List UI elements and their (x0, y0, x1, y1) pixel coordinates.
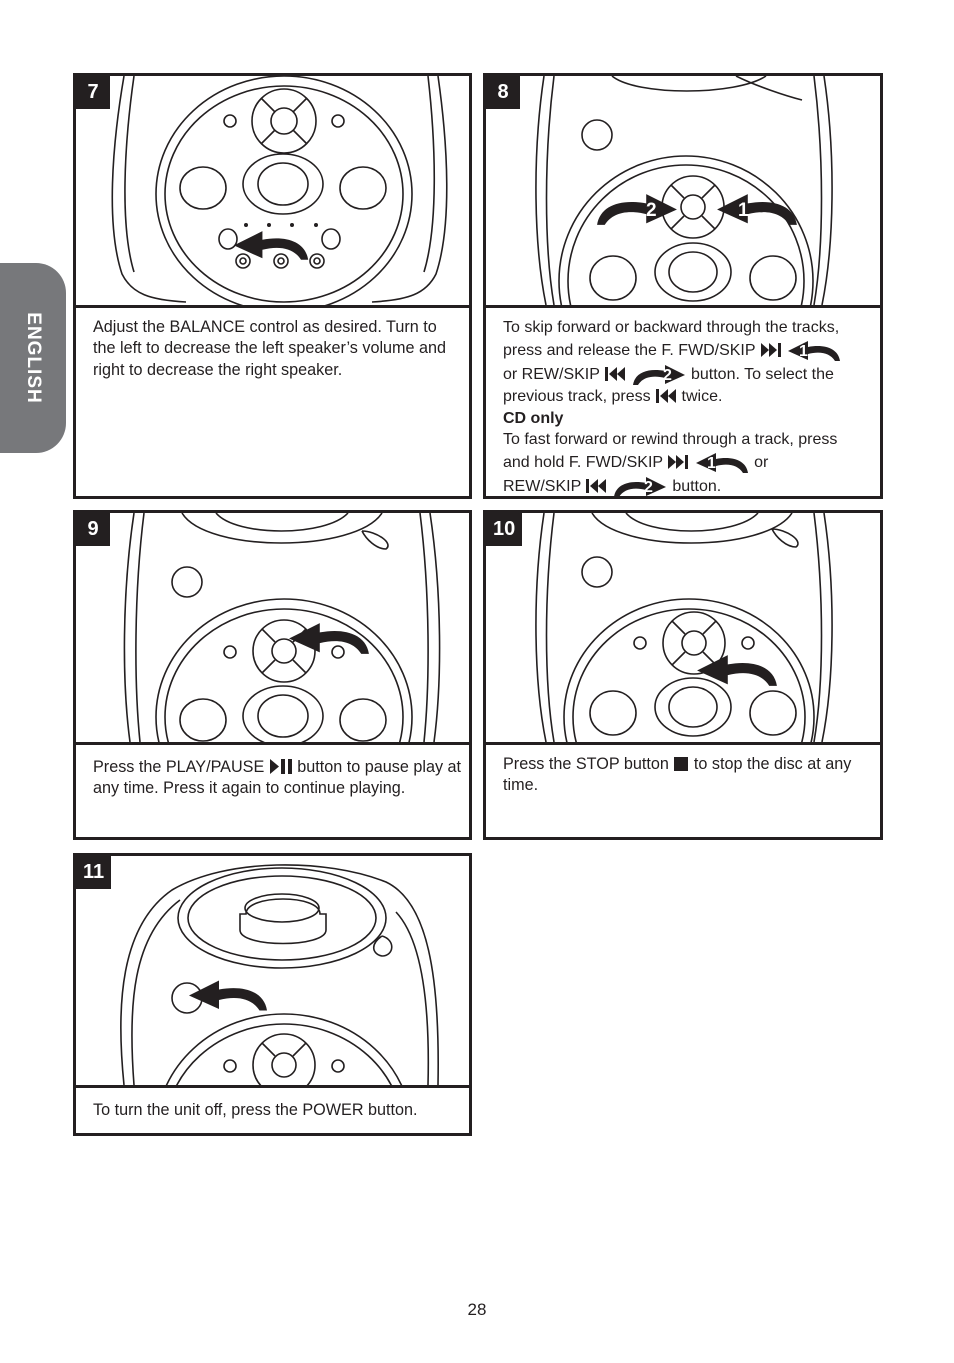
step-11-panel: 11 To turn the unit o (73, 853, 472, 1136)
step-10-text-a: Press the STOP button (503, 755, 669, 773)
step-9-text-b: button to pause play at any time. Press … (93, 758, 462, 798)
step-8-line-4b: twice. (681, 388, 723, 406)
step-8-line-3a: or REW/SKIP (503, 366, 600, 384)
step-7-illustration (76, 76, 469, 308)
step-number: 11 (76, 856, 112, 889)
step-11-illustration (76, 856, 469, 1088)
skip-forward-icon (760, 342, 782, 358)
arrow-label-2: 2 (646, 200, 657, 221)
step-number: 7 (76, 76, 110, 109)
step-8-line-5: To fast forward or rewind through a trac… (503, 430, 838, 448)
language-tab: ENGLISH (0, 263, 66, 453)
step-11-text: To turn the unit off, press the POWER bu… (93, 1101, 418, 1119)
play-pause-icon (269, 759, 292, 774)
step-10-panel: 10 (483, 510, 883, 840)
step-7-text: Adjust the BALANCE control as desired. T… (93, 318, 447, 379)
arrow-label-1: 1 (738, 200, 749, 221)
step-8-line-1: To skip forward or backward through the … (503, 319, 840, 336)
stop-icon (674, 757, 689, 771)
skip-buttons-diagram: 2 1 (535, 76, 833, 305)
step-number: 10 (486, 513, 523, 546)
step-10-illustration (486, 513, 880, 745)
step-number: 8 (486, 76, 520, 109)
step-9-text-a: Press the PLAY/PAUSE (93, 758, 265, 776)
step-7-panel: 7 (73, 73, 472, 499)
skip-back-icon (655, 388, 677, 404)
skip-back-icon (585, 478, 607, 494)
step-8-line-6b: or (754, 454, 769, 472)
step-9-panel: 9 (73, 510, 472, 840)
skip-forward-icon (667, 454, 689, 470)
step-8-line-3b: button. To select the (690, 366, 834, 384)
language-tab-label: ENGLISH (23, 312, 44, 404)
cd-only-heading: CD only (503, 409, 564, 427)
step-8-line-2: press and release the F. FWD/SKIP (503, 342, 756, 360)
step-8-line-7a: REW/SKIP (503, 478, 581, 496)
step-number: 9 (76, 513, 110, 546)
step-8-line-4a: previous track, press (503, 388, 651, 406)
curved-arrow-icon: 2 (613, 477, 666, 498)
skip-back-icon (604, 366, 626, 382)
step-10-text-b: to stop the disc at any time. (503, 755, 852, 795)
step-8-panel: 8 2 1 (483, 73, 883, 499)
svg-text:1: 1 (707, 455, 716, 472)
curved-arrow-icon: 1 (788, 341, 841, 362)
step-8-line-7b: button. (672, 478, 722, 496)
svg-text:2: 2 (663, 367, 672, 384)
curved-arrow-icon: 2 (632, 365, 685, 386)
balance-control-diagram (111, 76, 448, 305)
stop-button-diagram (535, 513, 833, 742)
page-number: 28 (467, 1300, 487, 1319)
svg-text:1: 1 (799, 343, 808, 360)
curved-arrow-icon: 1 (695, 453, 748, 474)
step-8-line-6a: and hold F. FWD/SKIP (503, 454, 663, 472)
step-9-illustration (76, 513, 469, 745)
step-8-illustration: 2 1 (486, 76, 880, 308)
power-button-diagram (120, 864, 440, 1085)
svg-text:2: 2 (644, 479, 653, 496)
play-pause-diagram (123, 513, 441, 742)
